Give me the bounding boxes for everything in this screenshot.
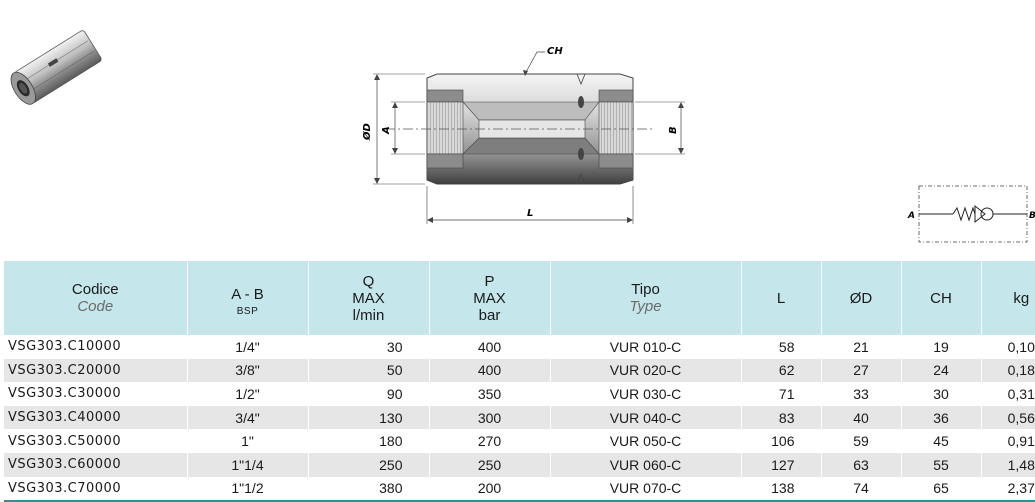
cell-type: VUR 030-C — [550, 382, 742, 406]
cell-ch: 30 — [901, 382, 982, 406]
label-od: ØD — [361, 123, 373, 141]
cell-type: VUR 050-C — [550, 429, 742, 453]
hydraulic-schematic: A B — [907, 185, 1035, 243]
cell-kg: 0,56 — [981, 405, 1035, 430]
cell-p: 350 — [429, 382, 551, 406]
cell-ab: 1"1/2 — [187, 476, 309, 502]
header-type: Tipo Type — [550, 261, 742, 335]
cell-od: 59 — [821, 429, 902, 453]
cell-ab: 1/4" — [187, 335, 309, 359]
cell-l: 71 — [741, 382, 822, 406]
cell-l: 127 — [741, 452, 822, 477]
cell-ab: 1/2" — [187, 382, 309, 406]
cell-ab: 1" — [187, 429, 309, 453]
cell-p: 250 — [429, 452, 551, 477]
header-q: Q MAX l/min — [308, 261, 430, 335]
cell-ab: 1"1/4 — [187, 452, 309, 477]
cell-ch: 19 — [901, 335, 982, 359]
table-header-row: Codice Code A - B BSP Q MAX l/min P MAX … — [4, 261, 1035, 335]
cell-od: 40 — [821, 405, 902, 430]
header-l: L — [741, 261, 822, 335]
cell-type: VUR 040-C — [550, 405, 742, 430]
cell-p: 200 — [429, 476, 551, 502]
cell-ab: 3/8" — [187, 358, 309, 383]
cell-code: VSG303.C50000 — [4, 429, 188, 453]
cell-code: VSG303.C10000 — [4, 335, 188, 359]
cell-code: VSG303.C70000 — [4, 476, 188, 502]
product-photo — [10, 30, 102, 105]
cell-p: 400 — [429, 358, 551, 383]
cell-q: 180 — [308, 429, 430, 453]
label-a: A — [381, 126, 392, 135]
cell-code: VSG303.C20000 — [4, 358, 188, 383]
cell-kg: 0,10 — [981, 335, 1035, 359]
cell-l: 58 — [741, 335, 822, 359]
cell-ch: 24 — [901, 358, 982, 383]
cell-ch: 65 — [901, 476, 982, 502]
cell-l: 62 — [741, 358, 822, 383]
label-ch: CH — [547, 46, 563, 57]
cell-l: 83 — [741, 405, 822, 430]
cell-ab: 3/4" — [187, 405, 309, 430]
cell-q: 90 — [308, 382, 430, 406]
cell-type: VUR 060-C — [550, 452, 742, 477]
technical-drawing-area: CH ØD A B L A B — [10, 30, 1035, 243]
cell-q: 30 — [308, 335, 430, 359]
cell-type: VUR 020-C — [550, 358, 742, 383]
header-p: P MAX bar — [429, 261, 551, 335]
cell-q: 130 — [308, 405, 430, 430]
cell-kg: 0,91 — [981, 429, 1035, 453]
schema-label-a: A — [907, 211, 915, 221]
cell-od: 27 — [821, 358, 902, 383]
cell-od: 63 — [821, 452, 902, 477]
cell-l: 106 — [741, 429, 822, 453]
cell-ch: 36 — [901, 405, 982, 430]
cell-q: 380 — [308, 476, 430, 502]
cell-ch: 45 — [901, 429, 982, 453]
header-ch: CH — [901, 261, 982, 335]
label-b: B — [668, 126, 679, 134]
label-l: L — [527, 208, 533, 219]
section-drawing: CH ØD A B L — [361, 46, 685, 224]
cell-code: VSG303.C60000 — [4, 452, 188, 477]
header-kg: kg — [981, 261, 1035, 335]
header-ab: A - B BSP — [187, 261, 309, 335]
cell-type: VUR 010-C — [550, 335, 742, 359]
cell-ch: 55 — [901, 452, 982, 477]
spec-table: Codice Code A - B BSP Q MAX l/min P MAX … — [4, 261, 1035, 502]
cell-q: 250 — [308, 452, 430, 477]
schema-label-b: B — [1029, 211, 1035, 221]
cell-kg: 0,31 — [981, 382, 1035, 406]
cell-p: 300 — [429, 405, 551, 430]
cell-od: 33 — [821, 382, 902, 406]
cell-p: 270 — [429, 429, 551, 453]
cell-kg: 1,48 — [981, 452, 1035, 477]
cell-code: VSG303.C40000 — [4, 405, 188, 430]
cell-q: 50 — [308, 358, 430, 383]
header-od: ØD — [821, 261, 902, 335]
header-code: Codice Code — [4, 261, 188, 335]
cell-od: 21 — [821, 335, 902, 359]
cell-p: 400 — [429, 335, 551, 359]
cell-kg: 0,18 — [981, 358, 1035, 383]
cell-type: VUR 070-C — [550, 476, 742, 502]
cell-kg: 2,37 — [981, 476, 1035, 502]
cell-code: VSG303.C30000 — [4, 382, 188, 406]
cell-l: 138 — [741, 476, 822, 502]
cell-od: 74 — [821, 476, 902, 502]
